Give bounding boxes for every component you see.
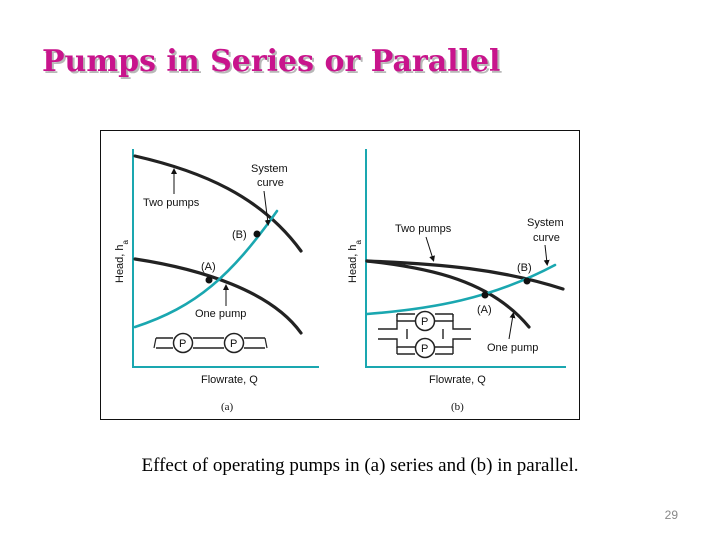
panel-a-point-a <box>205 276 213 284</box>
panel-a: System curve Two pumps (B) (A) One pump <box>114 149 319 413</box>
panel-a-one-pump-label: One pump <box>195 308 246 320</box>
panel-a-pump-1-symbol: P <box>179 338 186 350</box>
panel-b-axes <box>365 149 566 368</box>
panel-b-parallel-schematic: P P <box>378 310 471 359</box>
slide-title: Pumps in Series or Parallel <box>42 44 501 79</box>
panel-b-x-axis-label: Flowrate, Q <box>429 374 486 386</box>
panel-a-system-curve-label-2: curve <box>257 177 284 189</box>
panel-a-one-pump-curve <box>133 257 303 335</box>
panel-b-y-axis-label: Head, ha <box>347 239 363 283</box>
panel-a-point-b <box>253 230 261 238</box>
panel-a-system-arrow <box>263 190 271 226</box>
panel-b-pump-2 <box>414 337 436 359</box>
panel-b-one-pump-arrow <box>508 312 516 340</box>
panel-a-panel-label: (a) <box>221 401 234 413</box>
pump-figure: System curve Two pumps (B) (A) One pump <box>100 130 580 420</box>
panel-b-point-a-label: (A) <box>477 304 492 316</box>
panel-b-pump-1 <box>414 310 436 332</box>
panel-b-point-a <box>481 291 489 299</box>
panel-b-two-pumps-label: Two pumps <box>395 223 452 235</box>
panel-a-x-axis-label: Flowrate, Q <box>201 374 258 386</box>
panel-a-system-curve <box>133 209 279 329</box>
panel-b-pump-2-symbol: P <box>421 343 428 355</box>
panel-a-point-a-label: (A) <box>201 261 216 273</box>
pump-diagram-svg: System curve Two pumps (B) (A) One pump <box>114 149 566 413</box>
panel-a-series-schematic: P P <box>153 332 268 354</box>
panel-a-two-pumps-curve <box>133 154 303 253</box>
panel-a-pump-2-symbol: P <box>230 338 237 350</box>
panel-a-two-pumps-label: Two pumps <box>143 197 200 209</box>
panel-a-pump-2 <box>223 332 245 354</box>
panel-b-system-curve-label-2: curve <box>533 232 560 244</box>
panel-b-one-pump-label: One pump <box>487 342 538 354</box>
panel-b-one-pump-curve <box>365 259 531 329</box>
panel-a-system-curve-label-1: System <box>251 163 288 175</box>
panel-a-point-b-label: (B) <box>232 229 247 241</box>
panel-b-two-pumps-curve <box>365 259 565 291</box>
panel-b-panel-label: (b) <box>451 401 464 413</box>
panel-b-pump-1-symbol: P <box>421 316 428 328</box>
panel-b-point-b <box>523 277 531 285</box>
panel-b-point-b-label: (B) <box>517 262 532 274</box>
panel-a-y-axis-label: Head, ha <box>114 239 130 283</box>
panel-a-axes <box>132 149 319 368</box>
figure-caption: Effect of operating pumps in (a) series … <box>141 455 579 476</box>
panel-b-system-curve <box>365 263 557 316</box>
panel-b-two-pumps-arrow <box>425 236 435 262</box>
panel-b-system-arrow <box>543 244 550 266</box>
panel-a-pump-1 <box>172 332 194 354</box>
panel-b: Two pumps System curve (B) (A) One pump <box>347 149 566 413</box>
page-number: 29 <box>664 508 678 522</box>
panel-b-system-curve-label-1: System <box>527 217 564 229</box>
